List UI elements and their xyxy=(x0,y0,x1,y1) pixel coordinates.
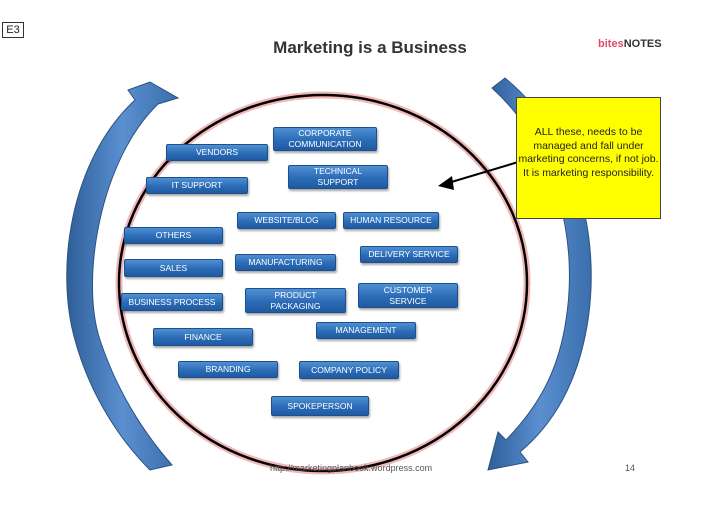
box-product-packaging: PRODUCT PACKAGING xyxy=(245,288,346,313)
page-number: 14 xyxy=(625,463,636,473)
box-finance: FINANCE xyxy=(153,328,253,346)
box-human-resource: HUMAN RESOURCE xyxy=(343,212,439,229)
box-branding: BRANDING xyxy=(178,361,278,378)
box-business-process: BUSINESS PROCESS xyxy=(121,293,223,311)
box-website-blog: WEBSITE/BLOG xyxy=(237,212,336,229)
brand-logo: bitesNOTES xyxy=(598,38,662,50)
slide-title: Marketing is a Business xyxy=(273,38,467,57)
box-company-policy: COMPANY POLICY xyxy=(299,361,399,379)
brand-part-1: bites xyxy=(598,38,624,50)
box-sales: SALES xyxy=(124,259,223,277)
box-it-support: IT SUPPORT xyxy=(146,177,248,194)
pointer-arrow xyxy=(447,159,526,184)
box-vendors: VENDORS xyxy=(166,144,268,161)
box-customer-service: CUSTOMER SERVICE xyxy=(358,283,458,308)
callout-note: ALL these, needs to be managed and fall … xyxy=(516,97,661,219)
footer-url[interactable]: http://marketingplanbook.wordpress.com xyxy=(270,463,433,473)
slide-tag: E3 xyxy=(2,22,24,38)
box-management: MANAGEMENT xyxy=(316,322,416,339)
business-circle xyxy=(117,93,529,473)
brand-part-2: NOTES xyxy=(623,38,662,50)
box-spokeperson: SPOKEPERSON xyxy=(271,396,369,416)
box-technical-support: TECHNICAL SUPPORT xyxy=(288,165,388,189)
box-corporate-communication: CORPORATE COMMUNICATION xyxy=(273,127,377,151)
box-others: OTHERS xyxy=(124,227,223,244)
cycle-arrow-left xyxy=(66,81,180,471)
box-delivery-service: DELIVERY SERVICE xyxy=(360,246,458,263)
pointer-arrowhead xyxy=(438,176,454,190)
box-manufacturing: MANUFACTURING xyxy=(235,254,336,271)
